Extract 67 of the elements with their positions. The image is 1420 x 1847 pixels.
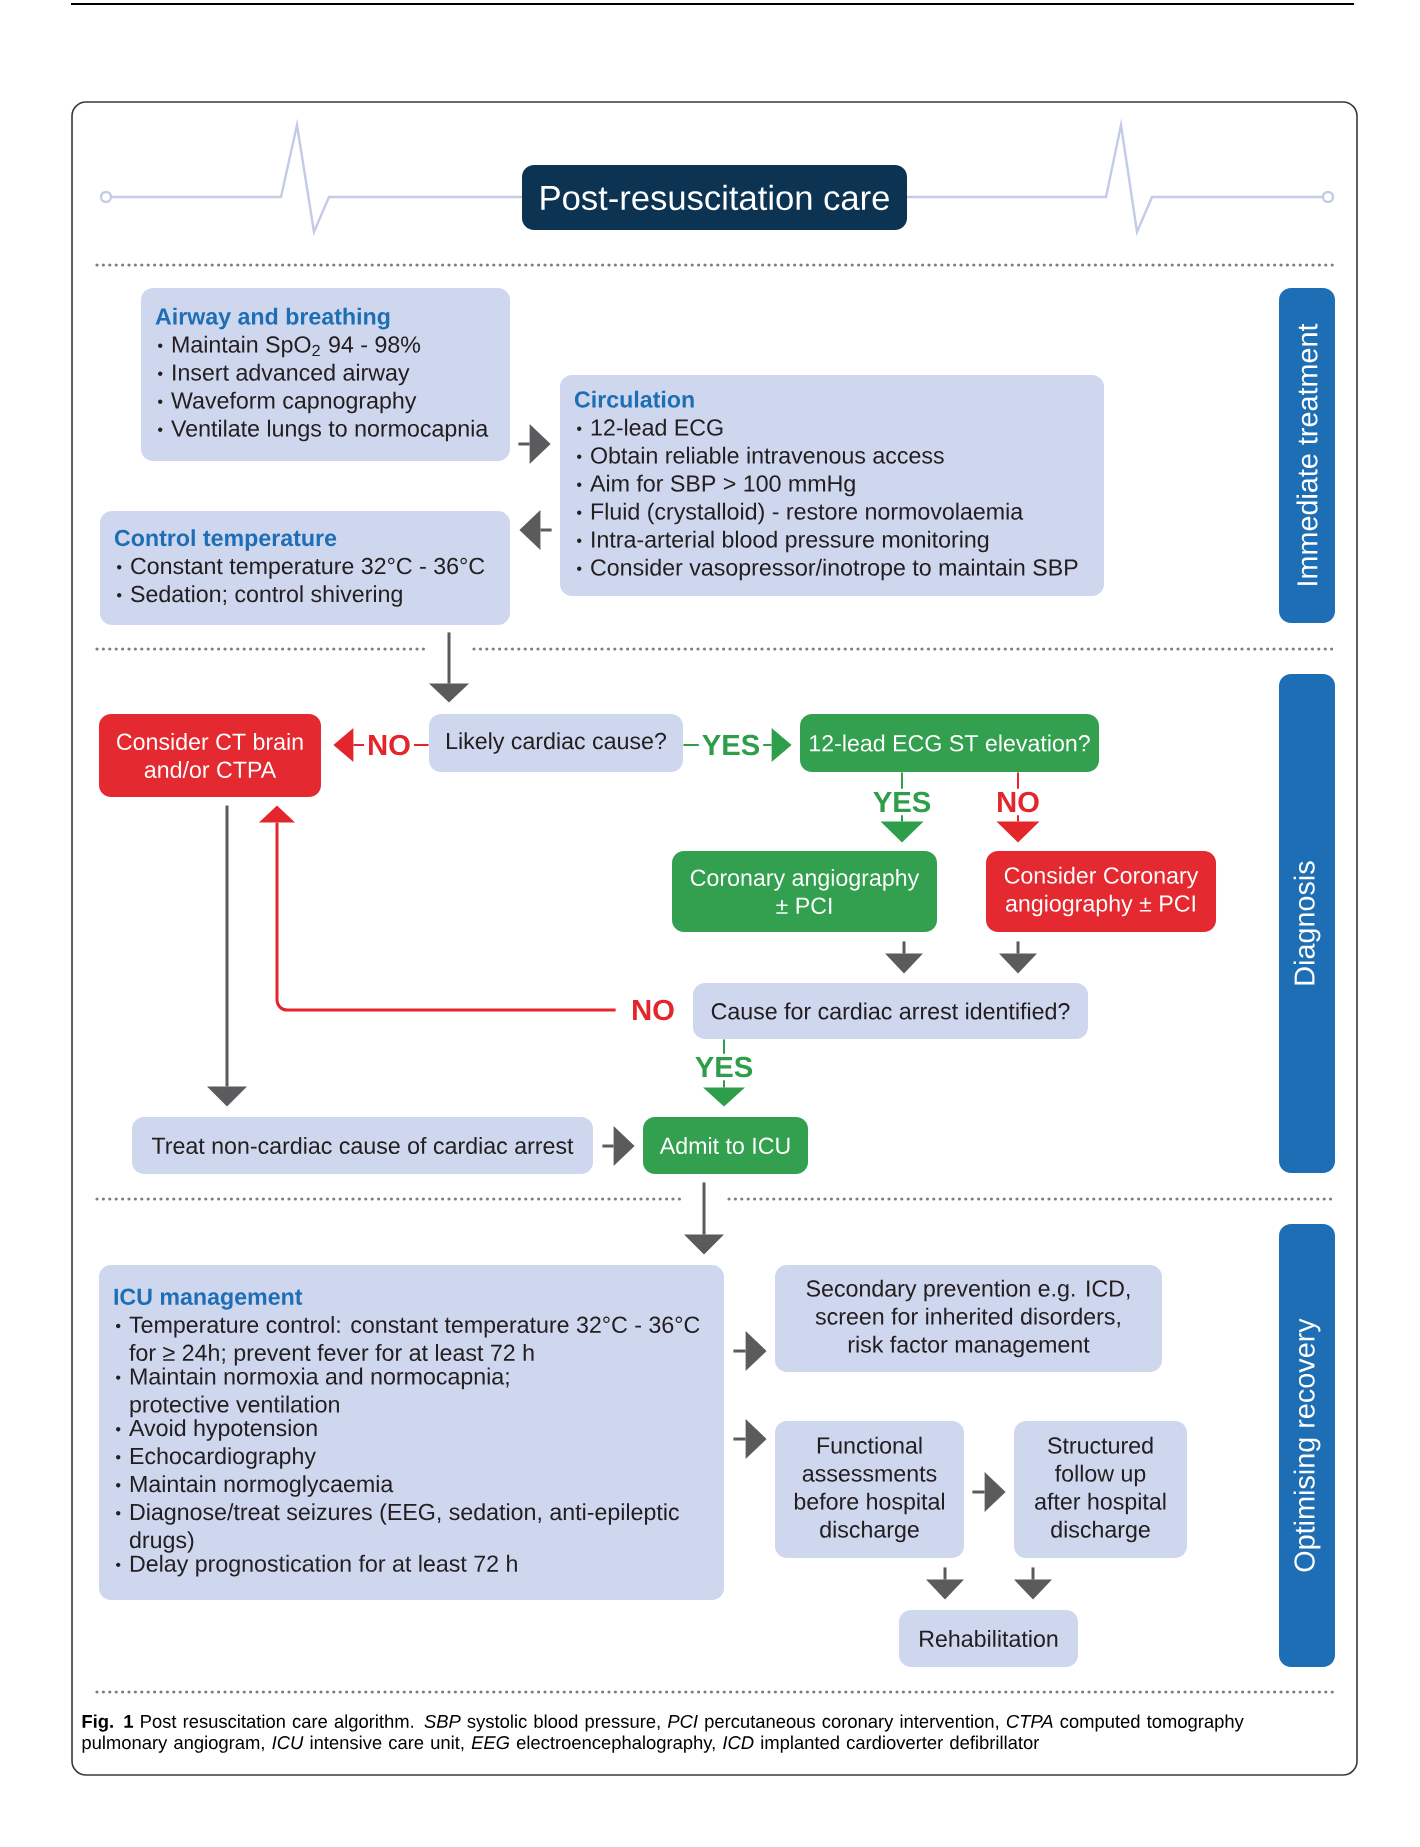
- process-box: Consider Coronary angiography ± PCI: [986, 851, 1216, 932]
- section-band: Immediate treatment: [1279, 288, 1335, 623]
- arrow: [926, 1567, 964, 1600]
- title-box: Post-resuscitation care: [522, 165, 907, 230]
- info-box: [141, 288, 510, 461]
- list-item: Delay prognostication for at least 72 h: [130, 1554, 517, 1577]
- arrow: [996, 771, 1040, 843]
- list-item: Temperature control: constant temperature 32°C - 36°C for ≥ 24h; prevent fever for at least 72 h: [129, 1315, 700, 1366]
- box-heading: Circulation: [574, 390, 694, 408]
- edge-label: NO: [993, 788, 1043, 816]
- edge-label: YES: [691, 1053, 757, 1081]
- process-box: Admit to ICU: [643, 1117, 808, 1174]
- process-box: Treat non-cardiac cause of cardiac arrest: [132, 1117, 593, 1174]
- edge-label: YES: [869, 788, 935, 816]
- process-box: Structured follow up after hospital discharge: [1014, 1421, 1187, 1558]
- list-item: 12-lead ECG: [591, 418, 723, 436]
- list-item: Consider vasopressor/inotrope to maintain SBP: [591, 558, 1078, 581]
- box-heading: ICU management: [114, 1288, 303, 1310]
- question-box: Likely cardiac cause?: [429, 714, 683, 772]
- list-item: Maintain normoxia and normocapnia; protective ventilation: [130, 1367, 509, 1418]
- arrow: [518, 424, 551, 464]
- question-box: 12-lead ECG ST elevation?: [800, 714, 1099, 772]
- info-box: [100, 511, 510, 625]
- arrow: [733, 1331, 767, 1371]
- list-item: Ventilate lungs to normocapnia: [171, 419, 489, 442]
- arrow: [1014, 1567, 1052, 1600]
- arrow: [602, 1126, 635, 1166]
- arrow: [703, 1038, 745, 1107]
- figure-caption: Fig. 1 Post resuscitation care algorithm. SBP systolic blood pressure, PCI percutaneous coronary intervention, CTPA computed tomography pulmonary angiogram, ICU intensive care unit, EEG electroencephalography, ICD implanted cardioverter defibrillator: [82, 1714, 1244, 1753]
- arrow: [999, 941, 1037, 974]
- list-item: Constant temperature 32°C - 36°C: [131, 557, 485, 579]
- edge-label: NO: [364, 731, 414, 759]
- process-box: Secondary prevention e.g. ICD, screen for inherited disorders, risk factor management: [775, 1265, 1162, 1372]
- arrow: [880, 771, 924, 843]
- process-box: Consider CT brain and/or CTPA: [99, 714, 321, 797]
- arrow: [972, 1472, 1006, 1512]
- info-box: [560, 375, 1104, 596]
- arrow: [885, 941, 923, 974]
- arrow: [519, 510, 552, 550]
- list-item: Intra-arterial blood pressure monitoring: [592, 530, 989, 553]
- arrow: [684, 1182, 724, 1255]
- list-item: Echocardiography: [130, 1447, 316, 1469]
- arrow: [259, 805, 616, 1012]
- list-item: Diagnose/treat seizures (EEG, sedation, anti-epileptic drugs): [129, 1503, 679, 1553]
- arrow: [429, 632, 469, 703]
- process-box: Functional assessments before hospital discharge: [775, 1421, 964, 1558]
- question-box: Cause for cardiac arrest identified?: [693, 983, 1088, 1039]
- list-item: Waveform capnography: [171, 391, 417, 414]
- list-item: Maintain normoglycaemia: [130, 1475, 394, 1497]
- list-item: Maintain SpO$_{2}$ 94 - 98%: [172, 335, 421, 358]
- list-item: Avoid hypotension: [129, 1419, 317, 1441]
- process-box: Coronary angiography ± PCI: [672, 851, 937, 932]
- info-box: [99, 1265, 724, 1600]
- edge-label: YES: [698, 731, 764, 759]
- list-item: Aim for SBP > 100 mmHg: [590, 474, 855, 497]
- list-item: Sedation; control shivering: [131, 585, 402, 607]
- list-item: Obtain reliable intravenous access: [591, 446, 944, 464]
- list-item: Insert advanced airway: [173, 363, 410, 386]
- process-box: Rehabilitation: [899, 1610, 1078, 1667]
- section-band: Optimising recovery: [1279, 1224, 1335, 1667]
- list-item: Fluid (crystalloid) - restore normovolaemia: [591, 502, 1024, 525]
- box-heading: Airway and breathing: [155, 307, 390, 330]
- arrow: [207, 805, 247, 1107]
- box-heading: Control temperature: [114, 529, 337, 551]
- section-band: Diagnosis: [1279, 674, 1335, 1173]
- arrow: [733, 1419, 767, 1459]
- edge-label: NO: [628, 996, 678, 1024]
